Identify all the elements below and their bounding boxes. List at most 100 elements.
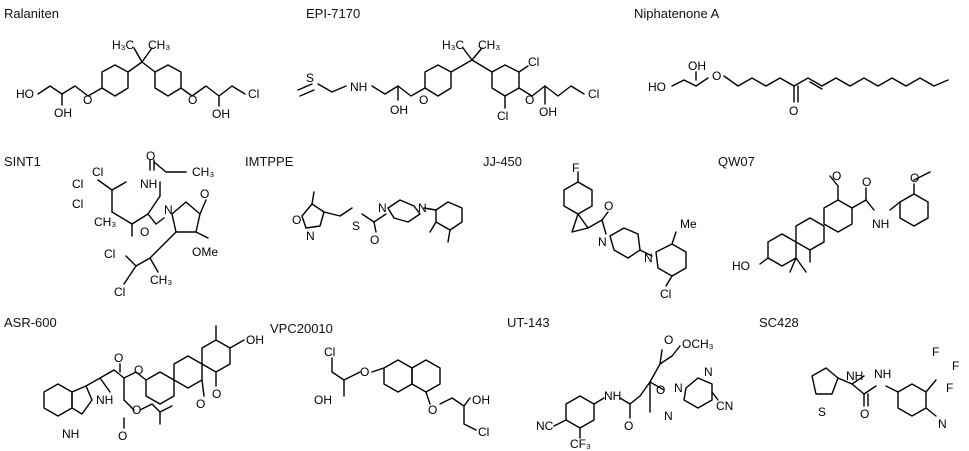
atom-label: Cl <box>497 109 508 123</box>
atom-label: Cl <box>478 425 489 439</box>
atom-label: N <box>378 201 387 215</box>
atom-label: HO <box>16 87 34 101</box>
atom-label: H₃C <box>442 38 465 52</box>
atom-label: O <box>118 429 127 443</box>
atom-label: NH <box>140 177 157 191</box>
atom-label: O <box>134 363 143 377</box>
atom-label: OH <box>212 107 230 121</box>
compound-name-sc428: SC428 <box>759 315 799 330</box>
atom-label: O <box>83 93 92 107</box>
compound-name-epi-7170: EPI-7170 <box>306 6 360 21</box>
atom-label: O <box>832 169 841 183</box>
atom-label: N <box>938 417 947 431</box>
compound-name-ut-143: UT-143 <box>507 315 550 330</box>
atom-label: Cl <box>248 87 259 101</box>
atom-label: OCH₃ <box>682 337 714 351</box>
atom-label: NH <box>872 217 889 231</box>
atom-label: NH <box>350 80 367 94</box>
atom-label: O <box>712 69 721 83</box>
atom-label: OH <box>472 393 490 407</box>
atom-label: O <box>292 213 301 227</box>
atom-label: S <box>306 71 314 85</box>
atom-label: Cl <box>104 247 115 261</box>
structure-niphatenone-a: HO OH O O <box>648 59 949 118</box>
atom-label: N <box>704 365 713 379</box>
atom-label: N <box>664 409 673 423</box>
atom-label: N <box>598 235 607 249</box>
atom-label: F <box>932 345 939 359</box>
structure-imtppe: O N S O N N <box>292 191 463 247</box>
atom-label: N <box>306 229 315 243</box>
atom-label: O <box>624 419 633 433</box>
atom-label: Cl <box>92 165 103 179</box>
atom-label: N <box>418 201 427 215</box>
atom-label: CH₃ <box>478 38 500 52</box>
atom-label: OH <box>539 105 557 119</box>
atom-label: NH <box>96 393 113 407</box>
atom-label: OMe <box>192 245 218 259</box>
atom-label: S <box>818 405 826 419</box>
atom-label: F <box>946 381 953 395</box>
atom-label: CH₃ <box>94 215 116 229</box>
structure-sc428: S NH NH O F F F N <box>811 345 959 431</box>
atom-label: OH <box>688 59 706 73</box>
atom-label: NH <box>874 367 891 381</box>
structure-jj-450: F O N N Me Cl <box>563 161 697 301</box>
compound-name-asr-600: ASR-600 <box>4 315 57 330</box>
atom-label: Cl <box>324 345 335 359</box>
atom-label: O <box>196 397 205 411</box>
compound-name-niphatenone-a: Niphatenone A <box>634 6 720 21</box>
atom-label: O <box>114 351 123 365</box>
atom-label: O <box>910 171 919 185</box>
atom-label: OH <box>390 103 408 117</box>
atom-label: O <box>604 199 613 213</box>
atom-label: Cl <box>588 87 599 101</box>
compound-name-jj-450: JJ-450 <box>483 154 522 169</box>
structure-ralaniten: H₃C CH₃ HO OH O O OH Cl <box>16 38 259 121</box>
atom-label: Cl <box>528 55 539 69</box>
atom-label: HO <box>732 259 750 273</box>
atom-label: N <box>674 381 683 395</box>
atom-label: NH <box>604 389 621 403</box>
structure-qw07: O O NH O HO <box>732 169 931 273</box>
atom-label: N <box>164 203 173 217</box>
atom-label: OH <box>246 333 264 347</box>
atom-label: OH <box>314 393 332 407</box>
atom-label: H₃C <box>112 38 135 52</box>
atom-label: O <box>419 93 428 107</box>
compound-name-sint1: SINT1 <box>4 154 41 169</box>
atom-label: NH <box>846 369 863 383</box>
atom-label: O <box>525 93 534 107</box>
atom-label: O <box>664 333 673 347</box>
atom-label: CH₃ <box>150 273 172 287</box>
atom-label: CH₃ <box>148 38 170 52</box>
compound-name-imtppe: IMTPPE <box>245 154 294 169</box>
atom-label: CH₃ <box>192 165 214 179</box>
atom-label: O <box>360 365 369 379</box>
structure-vpc20010: Cl O OH O OH Cl <box>314 345 490 439</box>
atom-label: O <box>200 187 209 201</box>
atom-label: O <box>140 225 149 239</box>
compound-name-qw07: QW07 <box>718 154 755 169</box>
atom-label: CF₃ <box>570 437 591 451</box>
atom-label: Cl <box>114 285 125 299</box>
atom-label: HO <box>648 80 666 94</box>
compound-name-ralaniten: Ralaniten <box>4 6 59 21</box>
atom-label: NH <box>62 427 79 441</box>
atom-label: F <box>572 161 579 175</box>
atom-label: F <box>952 359 959 373</box>
atom-label: O <box>146 149 155 163</box>
atom-label: O <box>656 383 665 397</box>
structure-epi-7170: H₃C CH₃ S NH OH O Cl Cl O OH Cl <box>297 38 599 123</box>
atom-label: O <box>862 175 871 189</box>
atom-label: OH <box>54 106 72 120</box>
atom-label: O <box>370 233 379 247</box>
atom-label: Cl <box>72 177 83 191</box>
atom-label: O <box>789 104 798 118</box>
structure-sint1: Cl Cl Cl CH₃ O NH CH₃ N O O OMe Cl Cl CH… <box>72 149 218 299</box>
atom-label: O <box>428 403 437 417</box>
atom-label: O <box>212 387 221 401</box>
atom-label: Me <box>680 217 697 231</box>
structure-ut-143: O OCH₃ NH NC CF₃ O O N N N CN <box>536 333 733 451</box>
